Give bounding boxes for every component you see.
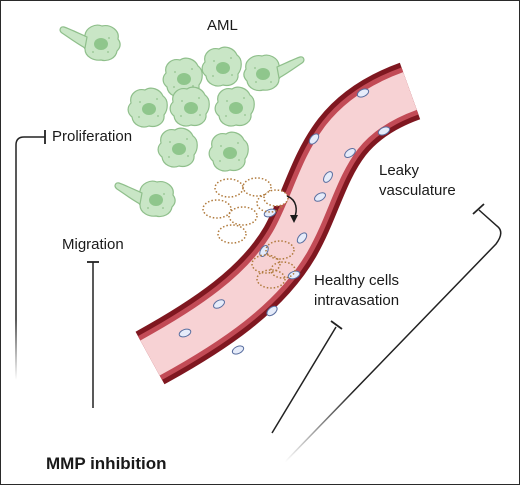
- aml-migrating-cell: [60, 25, 120, 60]
- healthy-cells-in-lumen: [263, 189, 289, 207]
- inhibition-healthy-cells: [271, 320, 343, 434]
- aml-migrating-cell: [243, 54, 305, 92]
- aml-cell: [214, 86, 255, 127]
- label-migration: Migration: [62, 236, 124, 253]
- aml-migrating-cell: [115, 181, 175, 216]
- endothelial-cells: [178, 88, 391, 355]
- inhibition-proliferation: [15, 130, 46, 380]
- aml-cell: [208, 131, 249, 172]
- aml-cell: [127, 87, 168, 128]
- blood-vessel: [135, 62, 421, 385]
- aml-cell-cluster: [60, 25, 305, 216]
- label-mmp-inhibition: MMP inhibition: [46, 454, 167, 473]
- inhibition-leaky-vasculature: [284, 203, 502, 463]
- intravasation-arrow: [286, 195, 298, 223]
- label-healthy-cells-intravasation: Healthy cells intravasation: [314, 272, 400, 309]
- aml-cell: [157, 127, 198, 168]
- aml-cell: [201, 46, 242, 87]
- label-proliferation: Proliferation: [52, 128, 133, 145]
- label-leaky-vasculature: Leaky vasculature: [379, 162, 456, 199]
- aml-cell: [169, 86, 210, 127]
- label-aml: AML: [207, 17, 238, 34]
- inhibition-migration: [87, 261, 99, 408]
